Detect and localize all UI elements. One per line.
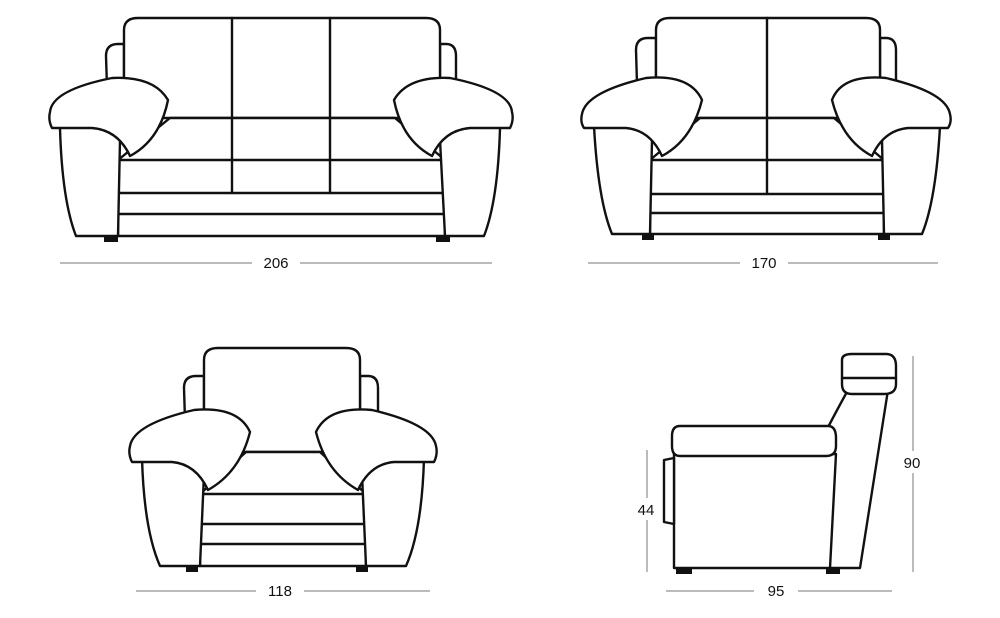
sofa2-armrest-cushion-left: [580, 76, 704, 158]
armchair-armrest-cushion-left: [128, 408, 252, 492]
sofa3-foot-left: [104, 236, 118, 242]
armchair-front-view: [128, 346, 438, 572]
side-height-dimension: 90: [900, 356, 926, 572]
side-body: [672, 452, 838, 570]
side-depth-dimension: 95: [666, 581, 892, 601]
sofa3-width-dimension: 206: [60, 253, 492, 273]
sofa3-foot-right: [436, 236, 450, 242]
side-armrest: [670, 424, 838, 458]
side-height-label: 90: [904, 455, 921, 472]
sofa3-armrest-cushion-right: [392, 76, 514, 158]
side-seat-height-label: 44: [638, 502, 655, 519]
sofa3-arm-right: [438, 124, 502, 238]
armchair-armrest-cushion-right: [314, 408, 438, 492]
side-foot-back: [826, 568, 840, 574]
sofa2-width-dimension: 170: [588, 253, 938, 273]
sofa3-arm-left: [58, 124, 122, 238]
sofa3-width-label: 206: [263, 255, 288, 272]
armchair-width-label: 118: [268, 583, 292, 600]
side-arm-front-panel: [662, 456, 676, 526]
sofa2-foot-right: [878, 234, 890, 240]
sofa2-width-label: 170: [751, 255, 776, 272]
sofa2-foot-left: [642, 234, 654, 240]
sofa2-arm-left: [592, 123, 654, 236]
sofa3-backrest: [122, 16, 442, 120]
sofa2-armrest-cushion-right: [830, 76, 952, 158]
armchair-arm-right: [360, 455, 426, 568]
armchair-foot-left: [186, 566, 198, 572]
armchair-foot-right: [356, 566, 368, 572]
sofa3-seat: [116, 116, 447, 238]
sofa2-arm-right: [880, 123, 942, 236]
two-seat-sofa-front-view: [580, 16, 952, 240]
armchair-arm-left: [140, 455, 206, 568]
armchair-side-view: [662, 352, 898, 574]
side-depth-label: 95: [768, 583, 785, 600]
armchair-width-dimension: 118: [136, 581, 430, 601]
side-seat-height-dimension: 44: [634, 450, 660, 572]
three-seat-sofa-front-view: [48, 16, 514, 242]
sofa3-armrest-cushion-left: [48, 76, 170, 158]
side-foot-front: [676, 568, 692, 574]
side-back-top-cushion: [840, 352, 898, 396]
